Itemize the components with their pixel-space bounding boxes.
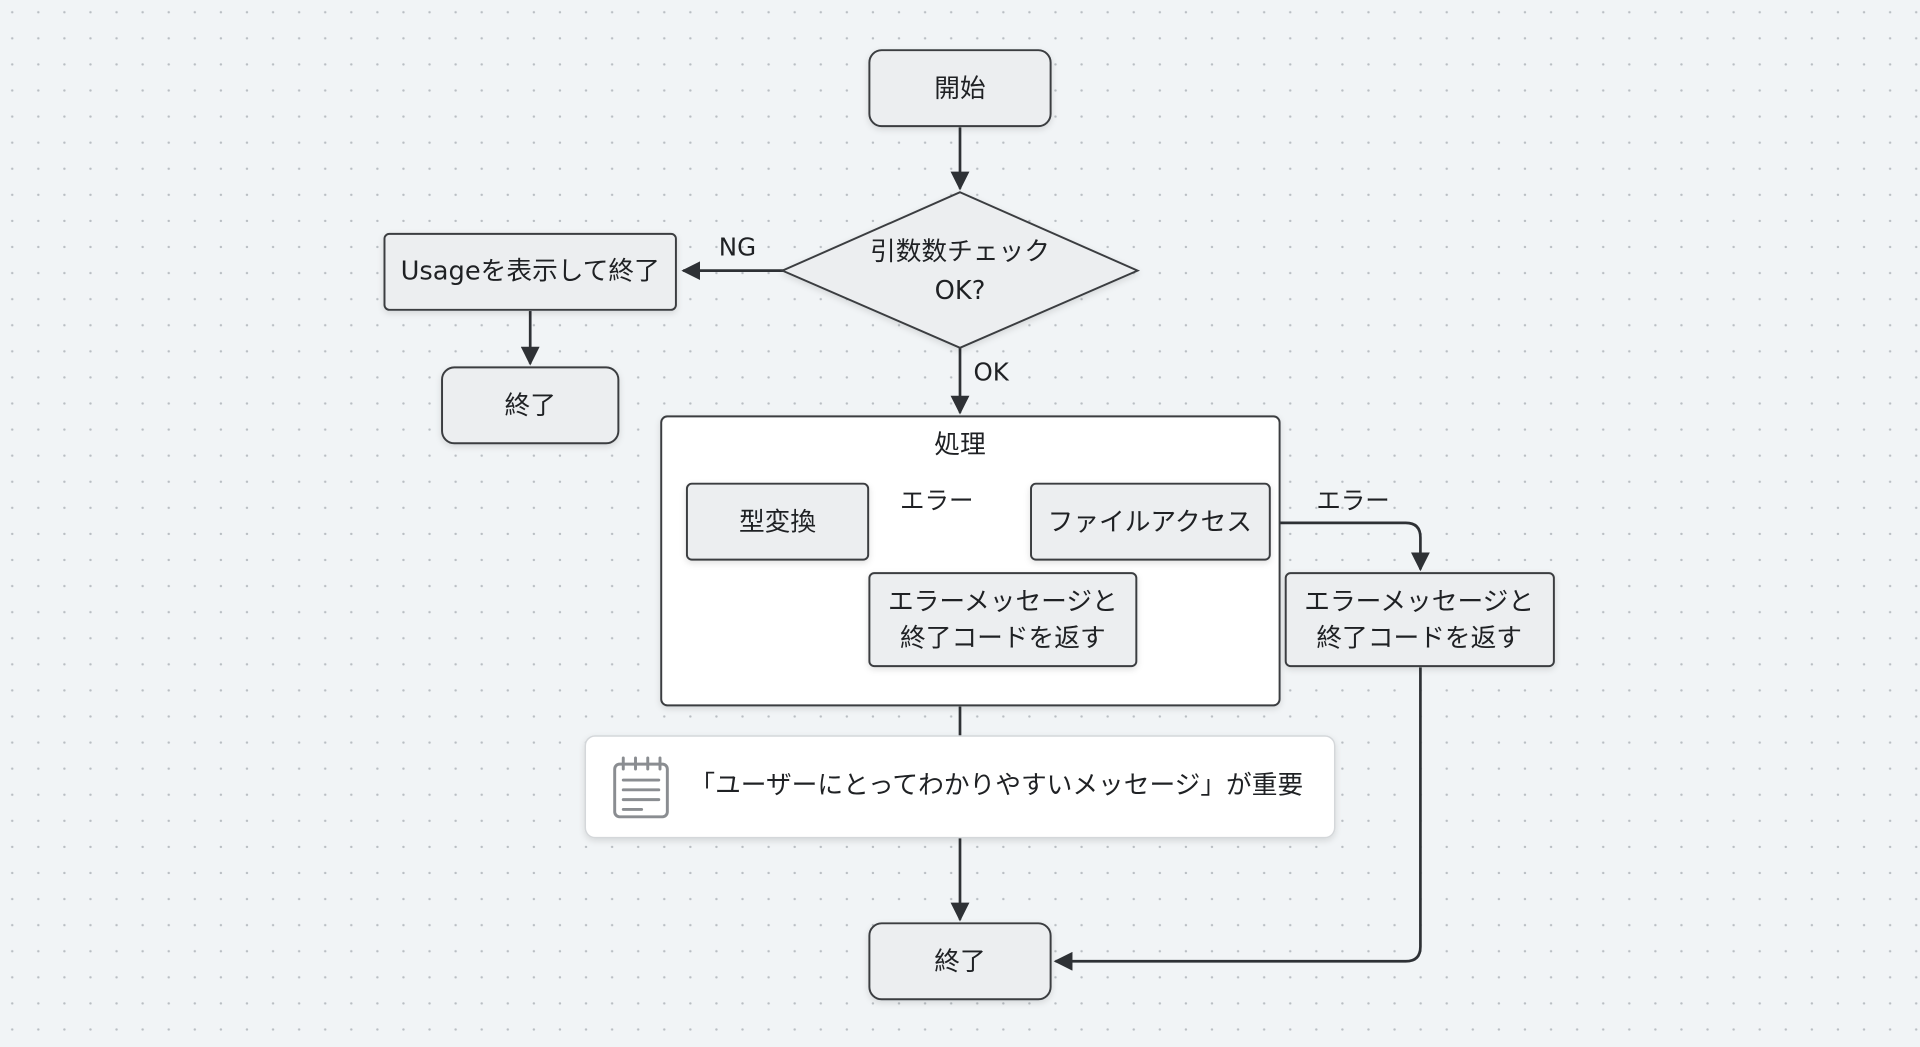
node-error-inner-label-line2: 終了コードを返す (900, 624, 1106, 654)
node-file-access[interactable] (1030, 482, 1271, 561)
node-convert[interactable] (685, 482, 870, 561)
node-end-label: 終了 (934, 947, 985, 977)
node-check-label-line2: OK? (935, 276, 986, 306)
edge-label-ng: NG (719, 233, 756, 262)
node-convert-label: 型変換 (739, 507, 816, 537)
note-card (584, 735, 1336, 839)
edge-label-error-1: エラー (900, 486, 973, 515)
node-end-usage-label: 終了 (504, 391, 555, 421)
node-start-label: 開始 (934, 74, 985, 104)
node-usage-label: Usageを表示して終了 (401, 256, 660, 286)
node-start[interactable] (868, 49, 1052, 128)
node-error-inner[interactable] (868, 572, 1138, 668)
edge-label-error-2: エラー (1316, 486, 1389, 515)
edge-label-ok: OK (973, 357, 1009, 386)
edge-error-to-end (1053, 667, 1422, 971)
node-error-outer-label-line1: エラーメッセージと (1304, 587, 1534, 617)
node-file-access-label: ファイルアクセス (1048, 507, 1252, 537)
node-error-outer[interactable] (1284, 572, 1555, 668)
node-check-label-line1: 引数数チェック (870, 237, 1050, 267)
node-end-usage[interactable] (441, 366, 620, 445)
edge-file-to-error (1271, 521, 1430, 572)
node-end[interactable] (868, 922, 1052, 1001)
edges (520, 127, 1430, 971)
notepad-icon (613, 756, 669, 819)
node-error-outer-label-line2: 終了コードを返す (1316, 624, 1522, 654)
note-text: 「ユーザーにとってわかりやすいメッセージ」が重要 (689, 771, 1303, 801)
node-error-inner-label-line1: エラーメッセージと (888, 587, 1118, 617)
node-check-decision[interactable] (780, 191, 1140, 349)
node-usage[interactable] (383, 232, 677, 311)
group-processing-label: 処理 (934, 430, 985, 460)
